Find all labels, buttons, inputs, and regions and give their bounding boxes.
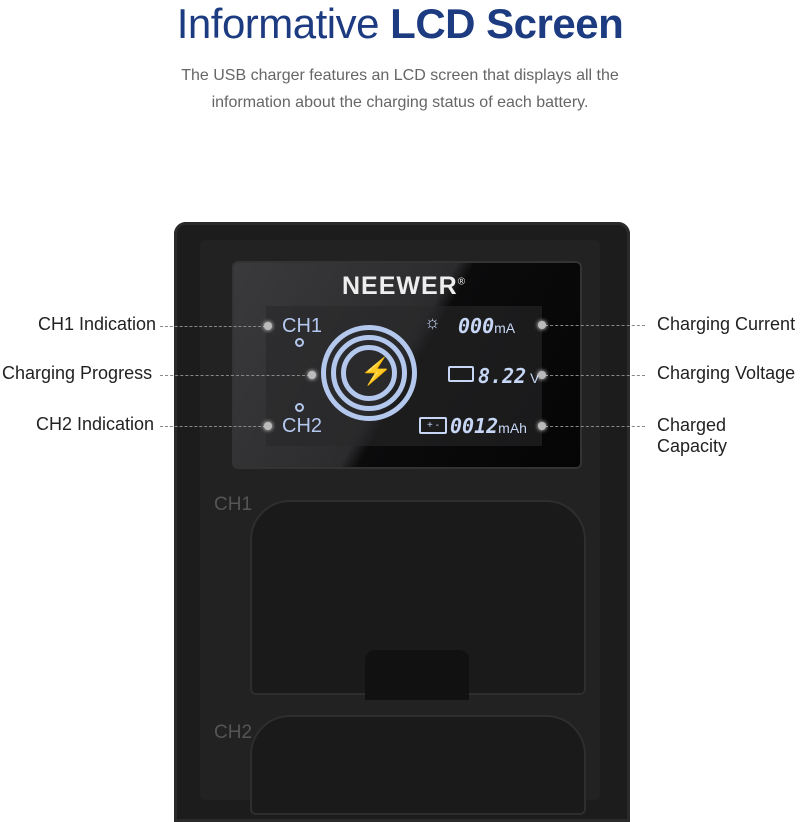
lcd-current: 000mA (458, 314, 516, 338)
callout-dot (308, 371, 316, 379)
callout-dot (264, 322, 272, 330)
leader-line (160, 375, 310, 376)
callout-dot (538, 321, 546, 329)
callout-dot (538, 422, 546, 430)
leader-line (545, 375, 645, 376)
subtitle: The USB charger features an LCD screen t… (181, 67, 619, 111)
slot-label-ch1: CH1 (214, 494, 253, 515)
battery-icon: + - (419, 417, 447, 434)
lcd-ch2: CH2 (282, 415, 323, 437)
callout-charging-progress: Charging Progress (2, 363, 153, 383)
leader-line (160, 326, 266, 327)
leader-line (545, 426, 645, 427)
callout-charged-capacity: Charged Capacity (657, 415, 728, 456)
bulb-icon: ☼ (424, 312, 441, 332)
slot-ch1-contact (365, 650, 469, 700)
lcd-voltage: 8.22 V (478, 364, 540, 388)
lightning-icon: ⚡ (360, 356, 393, 386)
battery-slot-ch2 (250, 715, 586, 815)
slot-label-ch2: CH2 (214, 722, 253, 743)
callout-charging-voltage: Charging Voltage (657, 363, 796, 383)
ch2-indicator-icon (295, 403, 304, 412)
voltmeter-icon (448, 366, 474, 382)
ch1-indicator-icon (295, 338, 304, 347)
leader-line (160, 426, 266, 427)
callout-dot (264, 422, 272, 430)
lcd-capacity: 0012mAh (450, 414, 527, 438)
callout-ch2-indication: CH2 Indication (36, 414, 155, 434)
brand-logo: NEEWER® (342, 272, 467, 300)
page-title: Informative LCD Screen (176, 0, 624, 47)
callout-charging-current: Charging Current (657, 314, 796, 334)
callout-ch1-indication: CH1 Indication (38, 314, 157, 334)
lcd-ch1: CH1 (282, 315, 323, 337)
callout-dot (538, 371, 546, 379)
leader-line (545, 325, 645, 326)
